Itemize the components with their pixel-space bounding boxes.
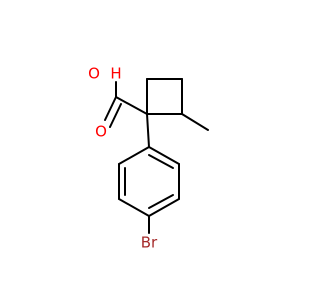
bond-benzene-6 (118, 146, 150, 165)
carbonyl-oxygen-label: O (95, 123, 107, 141)
hydroxyl-hydrogen-label: H (110, 65, 121, 83)
molecule-structure: O H O Br (88, 65, 209, 252)
bond-c1-phenyl (146, 113, 150, 148)
bond-benzene-4 (118, 198, 150, 217)
bond-methyl (181, 113, 209, 131)
bond-carbonyl-inner (109, 103, 122, 128)
hydroxyl-oxygen-label: O (88, 65, 100, 83)
bond-aromatic-inner-2 (148, 194, 174, 209)
bond-c1-carboxyl-carbon (115, 96, 148, 115)
bond-aromatic-inner-1 (148, 154, 174, 169)
bond-benzene-1 (148, 146, 180, 165)
bond-carbonyl-outer (104, 96, 117, 121)
bromine-label: Br (141, 234, 158, 252)
bond-benzene-3 (148, 198, 180, 217)
